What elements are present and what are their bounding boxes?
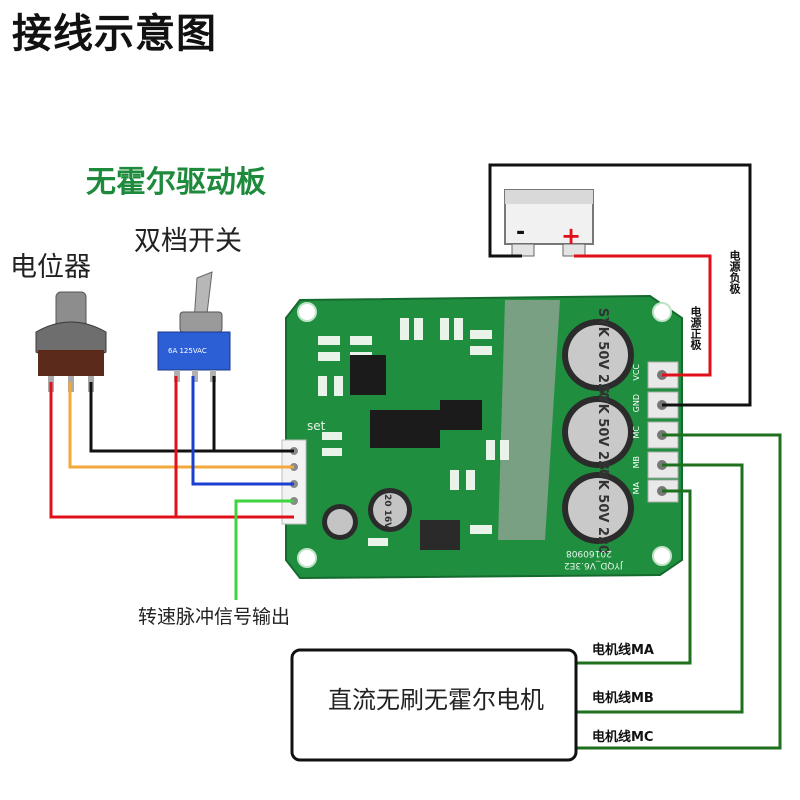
pot-base (38, 350, 104, 376)
switch-label: 双档开关 (134, 226, 242, 257)
pin-label-vcc: VCC (632, 364, 641, 381)
wire-power-red (574, 254, 712, 377)
mount-hole (652, 546, 672, 566)
small-capacitor (322, 504, 358, 540)
ic-chip (370, 410, 440, 448)
battery-negative-terminal (511, 243, 535, 257)
pin-label-ma: MA (632, 482, 641, 495)
ic-chip (440, 400, 482, 430)
silkscreen-set: set (307, 419, 326, 433)
motor-label: 直流无刷无霍尔电机 (328, 686, 544, 714)
potentiometer-label: 电位器 (10, 252, 91, 283)
pin-label-mb: MB (632, 456, 641, 469)
wire-pot-red (49, 382, 294, 519)
capacitor (562, 319, 634, 391)
wire-ma-label: 电机线MA (592, 643, 654, 658)
wire-power-black (488, 163, 752, 407)
ic-chip (350, 355, 386, 395)
small-capacitor-marking: 220 16V (382, 487, 393, 530)
battery (504, 189, 594, 257)
potentiometer (35, 291, 107, 392)
wire-mc-label: 电机线MC (592, 730, 654, 745)
wire-motor-ma (575, 489, 692, 665)
switch-pin (192, 370, 198, 382)
mount-hole (297, 302, 317, 322)
capacitor-marking: SYK 50V 220 (595, 460, 611, 555)
capacitor (562, 396, 634, 468)
mount-hole (652, 302, 672, 322)
small-capacitor (368, 488, 412, 532)
toggle-switch (157, 271, 231, 382)
battery-plus-sign: + (561, 222, 582, 250)
power-negative-label: 电源负极 (728, 250, 741, 294)
wires (49, 163, 782, 750)
switch-nut (179, 311, 223, 333)
pin-label-gnd: GND (632, 394, 641, 413)
pin-label-mc: MC (632, 426, 641, 439)
wire-switch-blue (191, 376, 294, 486)
page-title: 接线示意图 (12, 11, 217, 57)
wire-motor-mb (575, 463, 744, 714)
mount-hole (297, 548, 317, 568)
silkscreen-date: 20160908 (566, 548, 612, 558)
pulse-output-label: 转速脉冲信号输出 (138, 606, 291, 628)
wire-pot-black (89, 382, 294, 453)
wire-pulse-green (234, 499, 294, 600)
silkscreen-model: JYQD_V6.3E2 (564, 560, 623, 570)
power-motor-terminals (647, 361, 679, 503)
wire-pot-yellow (68, 382, 294, 469)
wire-motor-mc (575, 433, 782, 750)
wire-mb-label: 电机线MB (592, 691, 654, 706)
ic-chip (420, 520, 460, 550)
power-positive-label: 电源正极 (689, 306, 702, 350)
board-title: 无霍尔驱动板 (86, 165, 266, 200)
switch-body (157, 331, 231, 371)
driver-board (281, 294, 683, 580)
battery-top (505, 190, 593, 204)
motor-box (290, 648, 578, 762)
switch-marking: 6A 125VAC (168, 347, 207, 355)
heatsink-pad (498, 300, 560, 540)
capacitor (562, 472, 634, 544)
battery-minus-sign: - (516, 220, 526, 245)
